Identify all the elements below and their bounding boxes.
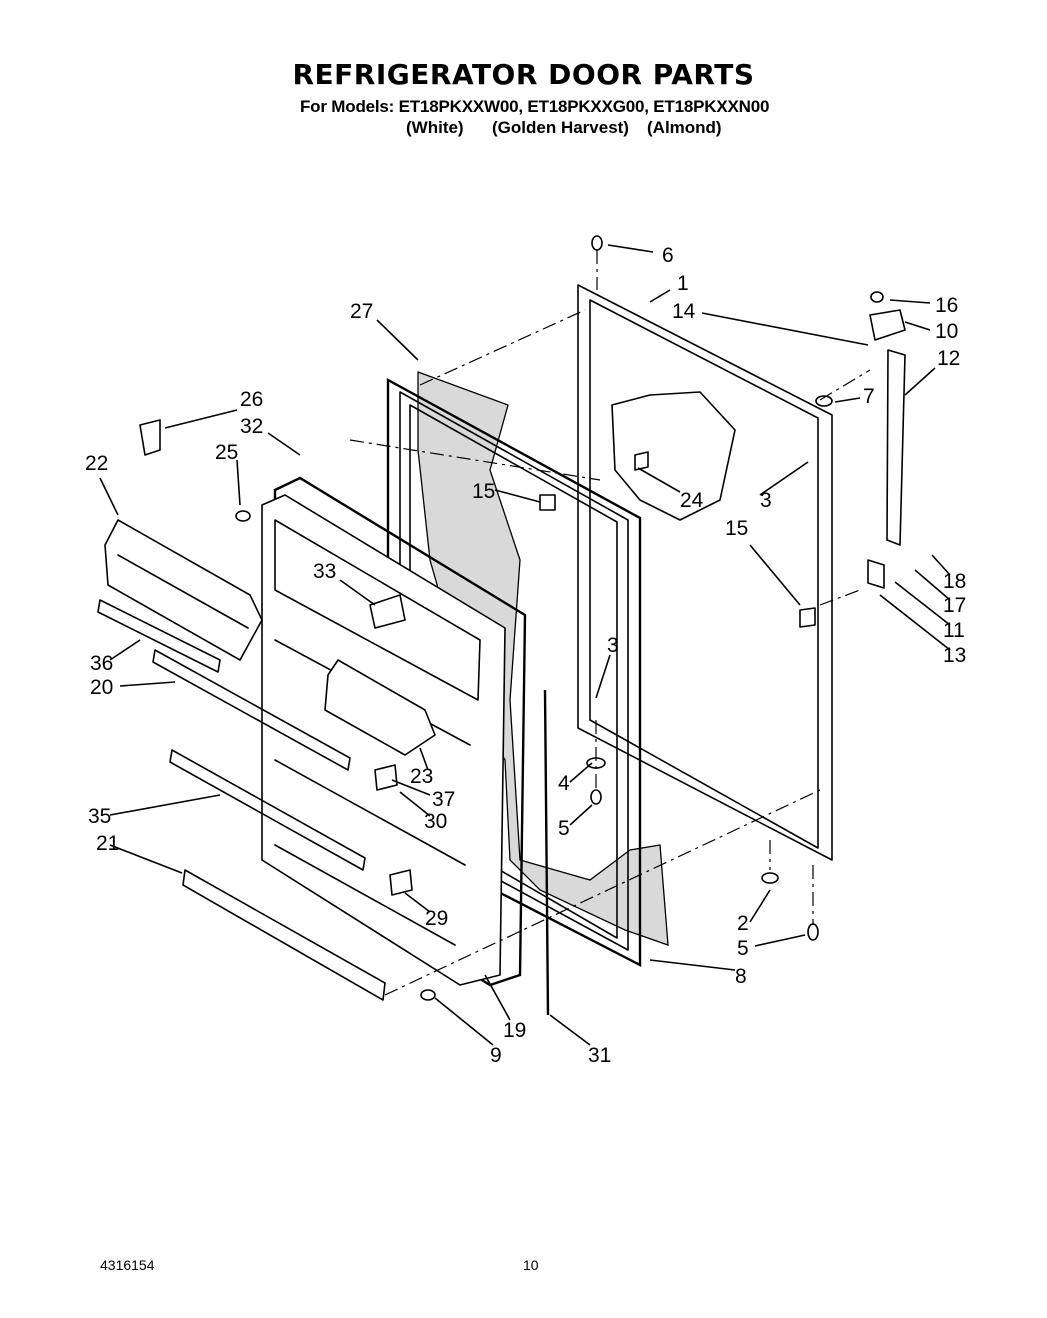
callout-4: 4 — [558, 772, 570, 795]
shelf-bin-23 — [324, 659, 436, 756]
callout-14: 14 — [672, 300, 696, 323]
callout-33: 33 — [313, 560, 336, 583]
gasket-strip — [543, 689, 550, 1016]
callout-5-bottom: 5 — [737, 937, 749, 960]
callout-30: 30 — [424, 810, 447, 833]
callout-5-mid: 5 — [558, 817, 570, 840]
callout-1: 1 — [677, 272, 689, 295]
callout-13: 13 — [943, 644, 966, 667]
door-liner-frame — [577, 284, 833, 861]
variant-almond: (Almond) — [647, 118, 722, 137]
callout-36: 36 — [90, 652, 113, 675]
callout-26: 26 — [240, 388, 263, 411]
callout-21: 21 — [96, 832, 119, 855]
shelf-bin-22 — [104, 519, 263, 661]
callout-12: 12 — [937, 347, 960, 370]
callout-32: 32 — [240, 415, 263, 438]
hinge-bar — [867, 309, 906, 589]
callout-9: 9 — [490, 1044, 502, 1067]
callout-22: 22 — [85, 452, 108, 475]
callout-6: 6 — [662, 244, 674, 267]
callout-3-bottom: 3 — [607, 634, 619, 657]
callout-35: 35 — [88, 805, 111, 828]
callout-labels: 6 1 14 16 10 12 27 7 26 32 25 22 24 15 3… — [85, 244, 966, 1067]
callout-10: 10 — [935, 320, 958, 343]
callout-29: 29 — [425, 907, 448, 930]
callout-23: 23 — [410, 765, 433, 788]
callout-19: 19 — [503, 1019, 526, 1042]
callout-3-top: 3 — [760, 489, 772, 512]
callout-15-right: 15 — [725, 517, 748, 540]
callout-37: 37 — [432, 788, 455, 811]
leader-lines — [99, 244, 951, 1046]
callout-24: 24 — [680, 489, 704, 512]
shelf-rails — [97, 599, 386, 1001]
variant-golden-harvest: (Golden Harvest) — [492, 118, 629, 137]
small-hardware — [139, 235, 884, 1001]
alignment-lines — [349, 250, 871, 996]
callout-27: 27 — [350, 300, 373, 323]
callout-17: 17 — [943, 594, 966, 617]
callout-25: 25 — [215, 441, 238, 464]
callout-2: 2 — [737, 912, 749, 935]
callout-16: 16 — [935, 294, 958, 317]
document-number: 4316154 — [100, 1257, 155, 1273]
callout-7: 7 — [863, 385, 875, 408]
callout-15-left: 15 — [472, 480, 495, 503]
callout-18: 18 — [943, 570, 966, 593]
callout-31: 31 — [588, 1044, 611, 1067]
variant-white: (White) — [406, 118, 464, 137]
page-title: REFRIGERATOR DOOR PARTS — [292, 58, 755, 91]
models-line: For Models: ET18PKXXW00, ET18PKXXG00, ET… — [300, 97, 770, 116]
callout-8: 8 — [735, 965, 747, 988]
page-number: 10 — [523, 1257, 539, 1273]
callout-11: 11 — [943, 619, 965, 642]
callout-20: 20 — [90, 676, 113, 699]
